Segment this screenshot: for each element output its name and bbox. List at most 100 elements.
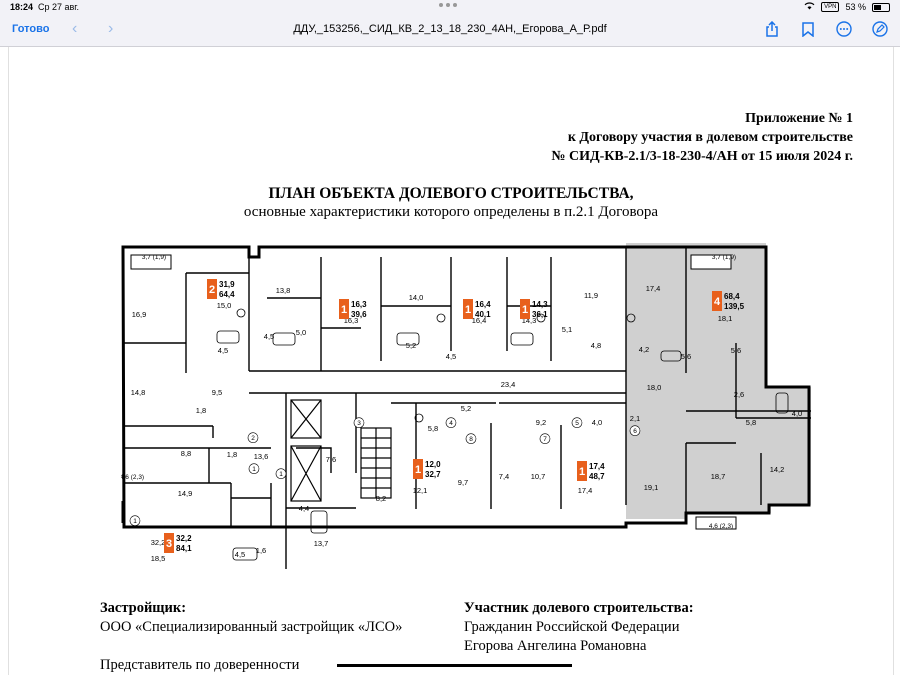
apartment-badge-box: [413, 459, 423, 479]
room-area-label: 17,4: [646, 284, 661, 293]
apartment-badge-box: [577, 461, 587, 481]
apartment-badge-box: [712, 291, 722, 311]
appendix-line-3: № СИД-КВ-2.1/3-18-230-4/АН от 15 июля 20…: [551, 149, 853, 164]
room-area-label: 15,0: [217, 301, 232, 310]
room-area-label: 13,6: [254, 452, 269, 461]
room-area-label: 4,0: [592, 418, 602, 427]
room-area-label: 14,3: [522, 316, 537, 325]
more-icon[interactable]: [836, 21, 852, 37]
room-area-label: 5,2: [461, 404, 471, 413]
room-area-label: 1,6: [256, 546, 266, 555]
room-area-label: 7,6: [326, 455, 336, 464]
battery-percent: 53 %: [845, 2, 866, 12]
plan-node-marker: [353, 417, 365, 428]
room-area-label: 1,8: [196, 406, 206, 415]
room-area-label: 18,0: [647, 383, 662, 392]
apartment-living-area: 32,2: [176, 534, 192, 543]
plan-node-label: 1: [252, 466, 256, 473]
plan-node-label: 5: [575, 420, 579, 427]
apartment-number: 4: [714, 296, 721, 308]
apartment-living-area: 68,4: [724, 292, 740, 301]
apartment-number: 1: [465, 304, 471, 316]
wifi-icon: [804, 2, 815, 12]
room-area-label: 10,7: [531, 472, 546, 481]
apartment-number: 2: [209, 284, 215, 296]
status-date: Ср 27 авг.: [38, 2, 79, 12]
apartment-total-area: 64,4: [219, 290, 235, 299]
room-area-label: 14,9: [178, 489, 193, 498]
room-area-label: 2,6: [734, 390, 744, 399]
room-area-label: 14,2: [770, 465, 785, 474]
room-area-label: 7,4: [499, 472, 509, 481]
room-area-label: 3,7 (1,9): [712, 254, 736, 261]
room-area-label: 1,8: [227, 450, 237, 459]
developer-label: Застройщик:: [100, 600, 187, 616]
plan-node-marker: [629, 425, 641, 436]
plan-node-marker: [571, 417, 583, 428]
room-area-label: 16,9: [132, 310, 147, 319]
plan-node-label: 7: [543, 436, 547, 443]
plan-node-label: 3: [357, 420, 361, 427]
room-area-label: 4,5: [218, 346, 228, 355]
room-area-label: 4,8: [591, 341, 601, 350]
markup-icon[interactable]: [872, 21, 888, 37]
apartment-number: 1: [522, 304, 528, 316]
plan-node-label: 1: [279, 471, 283, 478]
room-area-label: 19,1: [644, 483, 659, 492]
room-area-label: 5,1: [562, 325, 572, 334]
apartment-total-area: 32,7: [425, 470, 441, 479]
room-area-label: 4,2: [639, 345, 649, 354]
apartment-total-area: 139,5: [724, 302, 745, 311]
representative-label: Представитель по доверенности: [100, 657, 300, 673]
plan-node-marker: [445, 417, 457, 428]
multitask-grabber[interactable]: [439, 3, 461, 7]
room-area-label: 9,7: [458, 478, 468, 487]
apartment-total-area: 36,1: [532, 310, 548, 319]
battery-icon: [872, 2, 890, 12]
room-area-label: 23,4: [501, 380, 516, 389]
apartment-number: 1: [341, 304, 347, 316]
participant-label: Участник долевого строительства:: [464, 600, 694, 616]
plan-node-marker: [275, 468, 287, 479]
room-area-label: 17,4: [578, 486, 593, 495]
done-button[interactable]: Готово: [12, 23, 50, 35]
plan-node-marker: [247, 432, 259, 443]
room-area-label: 4,5: [446, 352, 456, 361]
apartment-badge-box: [520, 299, 530, 319]
forward-chevron-icon[interactable]: ›: [108, 20, 114, 37]
room-area-label: 3,7 (1,9): [142, 254, 166, 261]
apartment-badge-box: [164, 533, 174, 553]
room-area-label: 5,6: [681, 352, 691, 361]
room-area-label: 5,0: [296, 328, 306, 337]
bookmark-icon[interactable]: [800, 21, 816, 37]
room-area-label: 8,8: [181, 449, 191, 458]
plan-node-marker: [248, 463, 260, 474]
room-area-label: 12,1: [413, 486, 428, 495]
back-chevron-icon[interactable]: ‹: [72, 20, 78, 37]
room-area-label: 18,1: [718, 314, 733, 323]
apartment-badge-box: [207, 279, 217, 299]
pdf-page[interactable]: Приложение № 1 к Договору участия в доле…: [8, 47, 894, 675]
status-bar: 18:24 Ср 27 авг. VPN 53 %: [0, 0, 900, 14]
plan-node-label: 6: [633, 428, 637, 435]
signature-line: [337, 664, 572, 667]
apartment-living-area: 17,4: [589, 462, 605, 471]
toolbar: Готово ‹ › ДДУ,_153256,_СИД_КВ_2_13_18_2…: [0, 14, 900, 47]
room-area-label: 4,0: [792, 409, 802, 418]
apartment-total-area: 48,7: [589, 472, 605, 481]
apartment-total-area: 39,6: [351, 310, 367, 319]
plan-title: ПЛАН ОБЪЕКТА ДОЛЕВОГО СТРОИТЕЛЬСТВА,: [268, 185, 634, 202]
apartment-living-area: 12,0: [425, 460, 441, 469]
room-area-label: 9,5: [212, 388, 222, 397]
apartment-total-area: 84,1: [176, 544, 192, 553]
room-area-label: 2,1: [630, 414, 640, 423]
apartment-number: 1: [415, 464, 421, 476]
room-area-label: 18,7: [711, 472, 726, 481]
share-icon[interactable]: [764, 21, 780, 37]
room-area-label: 4,6 (2,3): [121, 474, 144, 481]
